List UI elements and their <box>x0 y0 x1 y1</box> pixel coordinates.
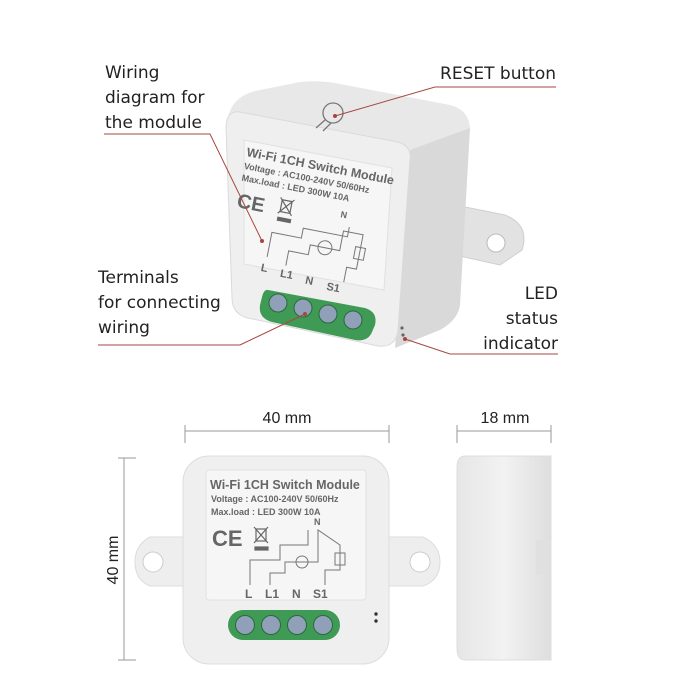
svg-text:N: N <box>304 275 314 288</box>
module-side-view <box>456 455 552 661</box>
svg-text:diagram for: diagram for <box>105 88 204 108</box>
module-top-face <box>228 81 470 150</box>
module-label-plate <box>205 469 367 601</box>
dimension-depth: 18 mm <box>456 410 552 443</box>
mounting-tab <box>454 204 525 266</box>
terminal-screw <box>235 615 255 635</box>
svg-text:S1: S1 <box>325 281 341 295</box>
svg-text:Voltage : AC100-240V 50/60Hz: Voltage : AC100-240V 50/60Hz <box>211 494 339 504</box>
terminal-screw <box>287 615 307 635</box>
svg-text:40 mm: 40 mm <box>263 410 312 427</box>
dimension-height: 40 mm <box>105 457 136 661</box>
lamp-icon <box>317 240 333 256</box>
svg-text:wiring: wiring <box>98 318 150 338</box>
svg-text:Terminals: Terminals <box>97 268 179 288</box>
svg-text:CE: CE <box>212 526 243 551</box>
module-front-view: Wi-Fi 1CH Switch Module Voltage : AC100-… <box>134 455 441 665</box>
terminal-screw <box>313 615 333 635</box>
weee-bin-icon <box>276 197 295 224</box>
callout-lines <box>98 86 558 355</box>
mounting-hole <box>486 233 506 253</box>
svg-text:40 mm: 40 mm <box>105 536 122 585</box>
svg-text:status: status <box>506 309 558 329</box>
svg-text:L: L <box>260 262 269 275</box>
svg-text:18 mm: 18 mm <box>481 410 530 427</box>
terminal-screw <box>268 293 288 313</box>
led-indicator <box>400 326 404 330</box>
dimension-width: 40 mm <box>184 410 390 443</box>
svg-text:N: N <box>292 587 301 601</box>
module-perspective-view: Wi-Fi 1CH Switch Module Voltage : AC100-… <box>225 81 525 348</box>
terminal-block <box>228 610 340 640</box>
terminal-screw <box>318 304 338 324</box>
svg-text:LED: LED <box>525 284 558 304</box>
weee-bin-icon <box>253 526 269 551</box>
reset-button-icon <box>315 102 344 132</box>
callout-terminals: Terminals for connecting wiring <box>97 268 221 338</box>
svg-text:Max.load : LED 300W 10A: Max.load : LED 300W 10A <box>211 507 321 517</box>
svg-text:indicator: indicator <box>483 334 558 354</box>
led-indicator <box>374 612 378 616</box>
svg-text:L1: L1 <box>279 268 294 282</box>
terminal-screw <box>343 310 363 330</box>
terminal-screw <box>261 615 281 635</box>
svg-text:for connecting: for connecting <box>98 293 221 313</box>
svg-text:CE: CE <box>235 190 266 217</box>
svg-text:N: N <box>314 517 321 527</box>
switch-icon <box>352 246 367 261</box>
wiring-schematic <box>266 226 350 257</box>
terminal-block <box>259 289 376 341</box>
callout-reset-button: RESET button <box>440 64 556 84</box>
callout-wiring-diagram: Wiring diagram for the module <box>105 63 204 133</box>
svg-text:L: L <box>245 587 252 601</box>
svg-text:Wi-Fi 1CH Switch Module: Wi-Fi 1CH Switch Module <box>210 478 360 492</box>
callout-led-indicator: LED status indicator <box>483 284 558 354</box>
module-side-face <box>395 128 470 348</box>
svg-text:L1: L1 <box>265 587 279 601</box>
wiring-schematic <box>249 529 346 585</box>
svg-text:S1: S1 <box>313 587 328 601</box>
svg-text:N: N <box>340 209 348 220</box>
svg-text:Wiring: Wiring <box>105 63 159 83</box>
svg-text:the module: the module <box>105 113 202 133</box>
terminal-screw <box>293 298 313 318</box>
